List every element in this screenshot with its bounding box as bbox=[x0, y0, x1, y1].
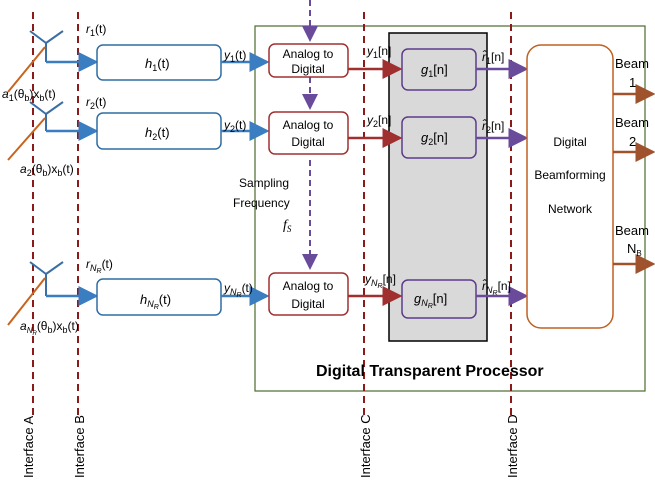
incoming-wave-n bbox=[7, 277, 46, 326]
r1-label: r1(t) bbox=[86, 22, 106, 38]
incoming-wave-2 bbox=[7, 117, 46, 161]
interface-c-label: Interface C bbox=[358, 414, 373, 478]
interface-b-label: Interface B bbox=[72, 415, 87, 478]
h1-label: h1(t) bbox=[145, 56, 170, 73]
channel-1: r1(t) a1(θb)xb(t) h1(t) y1(t) Analog to … bbox=[2, 22, 529, 103]
a1-label: a1(θb)xb(t) bbox=[2, 87, 56, 103]
rn-label: rNR(t) bbox=[86, 257, 113, 275]
adc-2-line1: Analog to bbox=[283, 118, 334, 132]
dbf-line1: Digital bbox=[553, 135, 586, 149]
channel-n: rNR(t) aNR(θb)xb(t) hNR(t) yNR(t) Analog… bbox=[7, 257, 529, 337]
r2-label: r2(t) bbox=[86, 95, 106, 111]
incoming-wave-1 bbox=[7, 46, 46, 93]
beam-n-label-line2: NB bbox=[627, 241, 642, 258]
dbf-line2: Beamforming bbox=[534, 168, 605, 182]
r2hat-label: r̂2[n] bbox=[482, 118, 504, 135]
channel-2: r2(t) a2(θb)xb(t) h2(t) y2(t) Analog to … bbox=[7, 95, 529, 178]
adc-1-line2: Digital bbox=[291, 62, 324, 76]
sampling-label-line1: Sampling bbox=[239, 176, 289, 190]
adc-box-1 bbox=[268, 43, 349, 78]
ynn-label: yNR[n] bbox=[364, 272, 396, 290]
ynt-label: yNR(t) bbox=[223, 281, 253, 299]
y1n-label: y1[n] bbox=[366, 44, 391, 60]
adc-2-line2: Digital bbox=[291, 135, 324, 149]
adc-n-line2: Digital bbox=[291, 297, 324, 311]
antenna-n bbox=[7, 261, 64, 326]
beam-2-label-line1: Beam bbox=[615, 115, 649, 130]
processor-title: Digital Transparent Processor bbox=[316, 363, 544, 380]
adc-box-n bbox=[268, 272, 349, 316]
antenna-1 bbox=[7, 30, 64, 93]
gn-label: gNR[n] bbox=[414, 291, 447, 310]
sampling-symbol: fS bbox=[283, 218, 292, 234]
y1t-label: y1(t) bbox=[223, 48, 246, 64]
beam-n-label-line1: Beam bbox=[615, 223, 649, 238]
hn-label: hNR(t) bbox=[140, 292, 171, 311]
g2-label: g2[n] bbox=[421, 130, 448, 147]
beamforming-network-box bbox=[526, 44, 614, 329]
a2-label: a2(θb)xb(t) bbox=[20, 162, 74, 178]
an-label: aNR(θb)xb(t) bbox=[20, 319, 79, 337]
sampling-label-line2: Frequency bbox=[233, 196, 290, 210]
rnhat-label: r̂NR[n] bbox=[482, 278, 511, 297]
adc-box-2 bbox=[268, 111, 349, 155]
beam-2-label-line2: 2 bbox=[629, 134, 636, 149]
antenna-2 bbox=[7, 101, 64, 161]
gn-filter-box bbox=[401, 279, 477, 319]
y2n-label: y2[n] bbox=[366, 113, 391, 129]
interface-d-label: Interface D bbox=[505, 414, 520, 478]
y2t-label: y2(t) bbox=[223, 118, 246, 134]
g1-label: g1[n] bbox=[421, 62, 448, 79]
dbf-line3: Network bbox=[548, 202, 593, 216]
beam-1-label-line1: Beam bbox=[615, 56, 649, 71]
r1hat-label: r̂1[n] bbox=[482, 49, 504, 66]
processor-border bbox=[254, 25, 646, 392]
adc-1-line1: Analog to bbox=[283, 47, 334, 61]
beam-1-label-line2: 1 bbox=[629, 75, 636, 90]
adc-n-line1: Analog to bbox=[283, 279, 334, 293]
h2-label: h2(t) bbox=[145, 125, 170, 142]
interface-a-label: Interface A bbox=[21, 416, 36, 478]
